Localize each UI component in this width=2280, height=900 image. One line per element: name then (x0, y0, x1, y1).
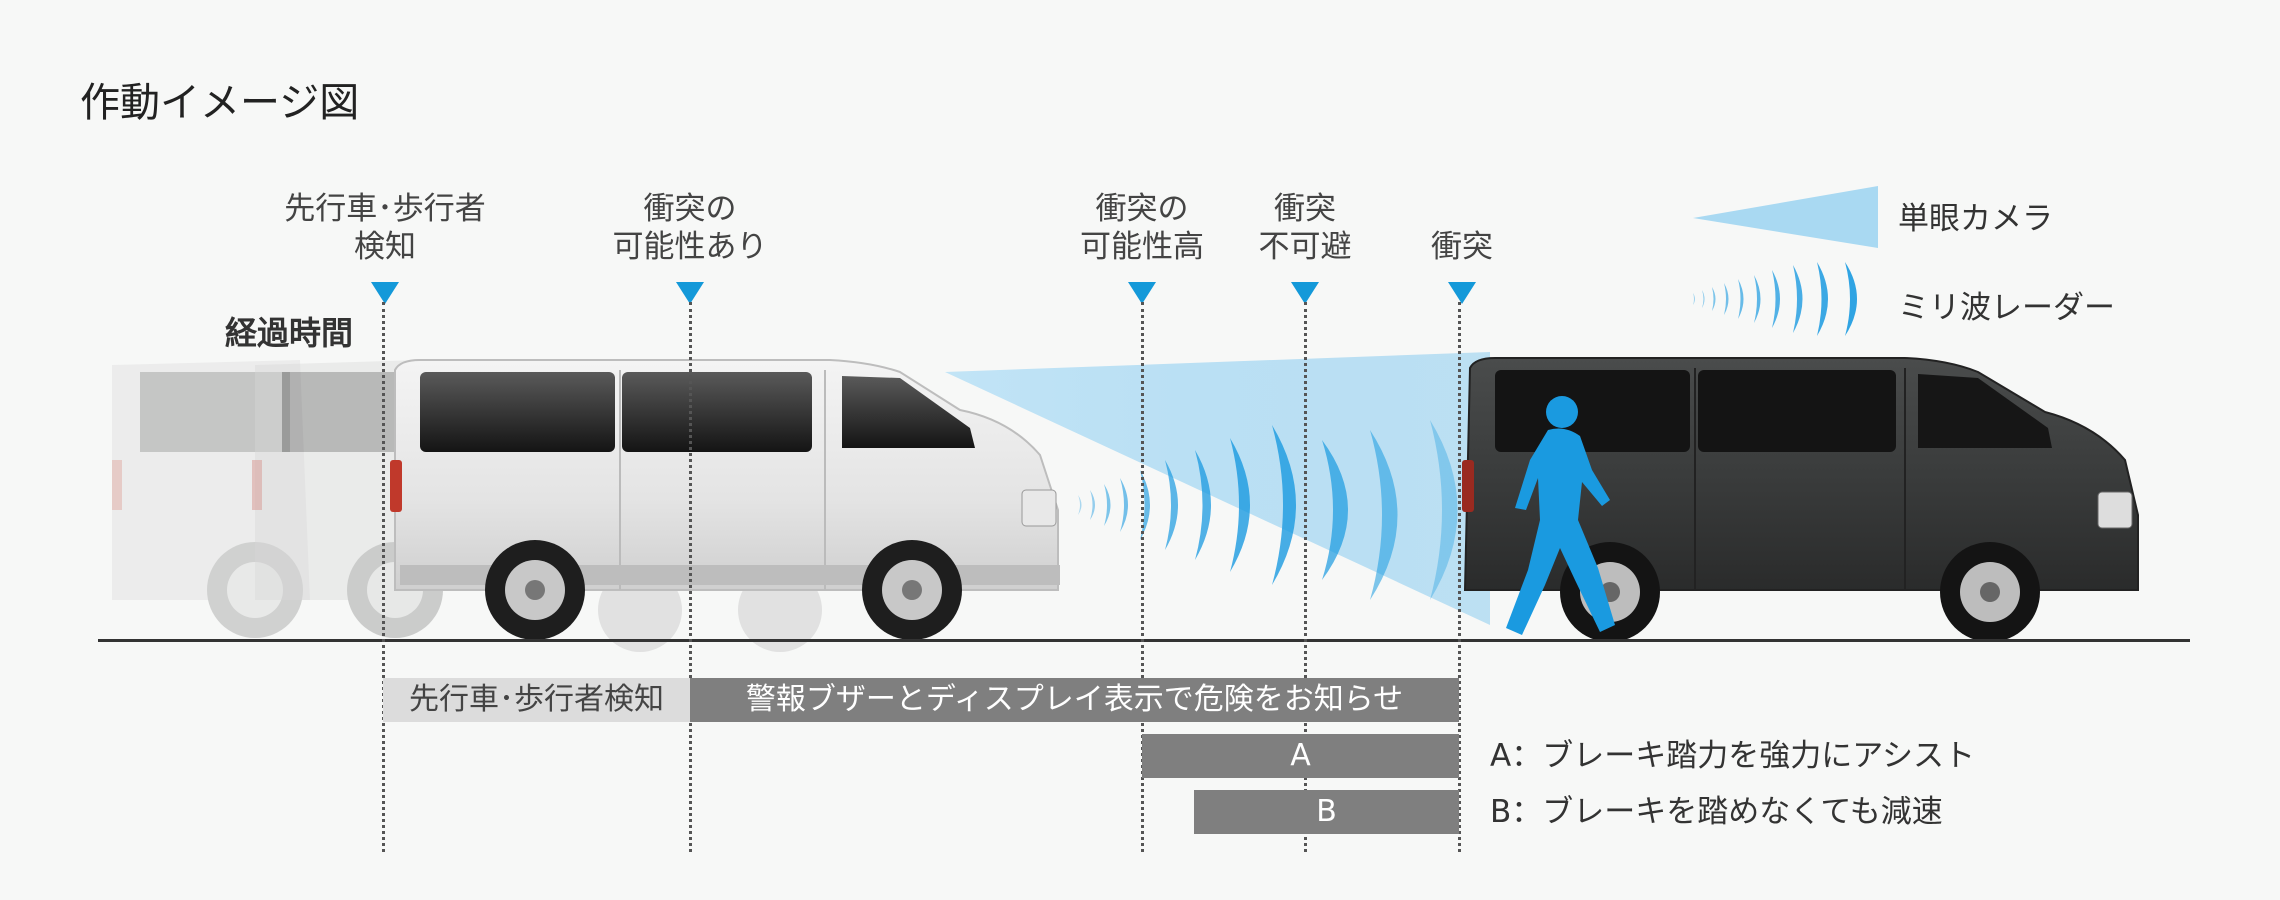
ground-line (98, 639, 2190, 642)
timeline-line-collision (1458, 302, 1461, 852)
stage-possible-line2: 可能性あり (612, 229, 768, 265)
stage-likely-line2: 可能性高 (1080, 229, 1204, 265)
stage-marker-likely (1128, 282, 1156, 304)
legend-radar-label: ミリ波レーダー (1898, 290, 2115, 326)
timeline-line-detect (382, 302, 385, 852)
radar-waves (1078, 420, 1458, 600)
bar-detect: 先行車･歩行者検知 (383, 678, 690, 722)
timeline-line-possible (689, 302, 692, 852)
legend-camera-label: 単眼カメラ (1898, 201, 2053, 237)
pedestrian-silhouette (1506, 396, 1615, 635)
camera-beam (945, 352, 1490, 625)
stage-collision-line1: 衝突 (1431, 229, 1493, 265)
bar-warning: 警報ブザーとディスプレイ表示で危険をお知らせ (690, 678, 1459, 722)
timeline-line-unavoidable (1304, 302, 1307, 852)
note-b: B：ブレーキを踏めなくても減速 (1490, 794, 1943, 830)
stage-detect-line1: 先行車･歩行者 (284, 191, 486, 227)
stage-marker-unavoidable (1291, 282, 1319, 304)
dark-van (1462, 357, 2139, 642)
stage-unavoidable-line1: 衝突 (1274, 191, 1336, 227)
diagram-title: 作動イメージ図 (80, 80, 360, 126)
stage-possible-line1: 衝突の (643, 191, 737, 227)
bar-b: B (1194, 790, 1459, 834)
stage-marker-collision (1448, 282, 1476, 304)
white-van (390, 359, 1060, 640)
stage-possible: 衝突の 可能性あり (560, 190, 820, 266)
radar-icon (1693, 262, 1857, 336)
stage-likely: 衝突の 可能性高 (1012, 190, 1272, 266)
stage-marker-detect (371, 282, 399, 304)
stage-detect: 先行車･歩行者 検知 (255, 190, 515, 266)
stage-collision: 衝突 (1332, 228, 1592, 266)
note-a: A：ブレーキ踏力を強力にアシスト (1490, 738, 1975, 774)
stage-detect-line2: 検知 (354, 229, 416, 265)
bar-a: A (1142, 734, 1459, 778)
timeline-line-likely (1141, 302, 1144, 852)
camera-icon (1693, 186, 1878, 248)
stage-unavoidable-line2: 不可避 (1258, 229, 1352, 265)
elapsed-time-label: 経過時間 (225, 314, 354, 352)
stage-marker-possible (676, 282, 704, 304)
stage-likely-line1: 衝突の (1095, 191, 1189, 227)
ghost-van-1 (112, 360, 310, 638)
stage-unavoidable: 衝突 不可避 (1175, 190, 1435, 266)
